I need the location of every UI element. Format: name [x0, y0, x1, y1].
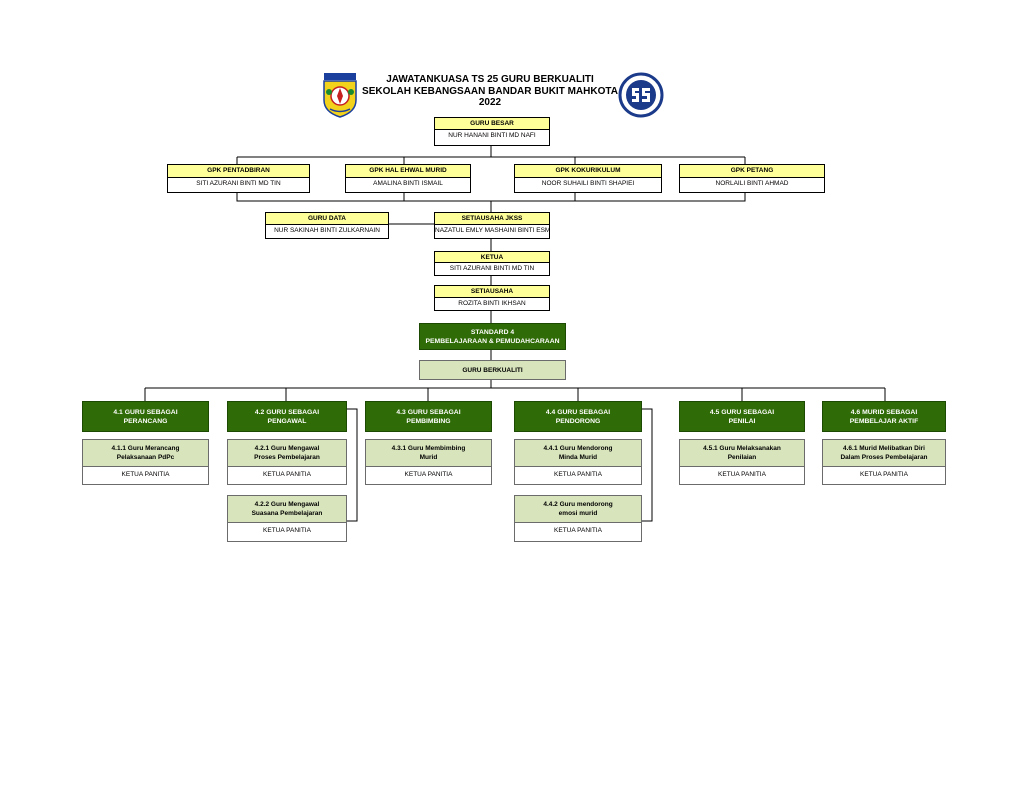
- gpk-pentadbiran-name: SITI AZURANI BINTI MD TIN: [167, 178, 310, 193]
- aspect-box: 4.2 GURU SEBAGAI PENGAWAL: [227, 401, 347, 432]
- sub-box: 4.1.1 Guru Merancang Pelaksanaan PdPc: [82, 439, 209, 467]
- school-crest-icon: [323, 73, 357, 118]
- setiausaha-role: SETIAUSAHA: [434, 285, 550, 298]
- sub-line-1: 4.4.1 Guru Mendorong: [543, 445, 613, 452]
- aspect-box: 4.4 GURU SEBAGAI PENDORONG: [514, 401, 642, 432]
- aspect-box: 4.3 GURU SEBAGAI PEMBIMBING: [365, 401, 492, 432]
- aspect-line-1: 4.2 GURU SEBAGAI: [254, 408, 320, 416]
- sub-line-2: Minda Murid: [558, 454, 598, 461]
- sub-line-2: Dalam Proses Pembelajaran: [840, 454, 928, 461]
- gpk-hem-name: AMALINA BINTI ISMAIL: [345, 178, 471, 193]
- sub-line-2: Murid: [419, 454, 438, 461]
- sub-line-1: 4.4.2 Guru mendorong: [543, 501, 613, 508]
- standard-box: STANDARD 4 PEMBELAJARAAN & PEMUDAHCARAAN: [419, 323, 566, 350]
- standard-line-2: PEMBELAJARAAN & PEMUDAHCARAAN: [425, 337, 560, 345]
- sub-line-2: Penilaian: [727, 454, 757, 461]
- ts25-emblem-icon: [618, 72, 664, 118]
- gpk-petang-role: GPK PETANG: [679, 164, 825, 178]
- guru-berkualiti-box: GURU BERKUALITI: [419, 360, 566, 380]
- guru-besar-name: NUR HANANI BINTI MD NAFI: [434, 130, 550, 146]
- gpk-petang-name: NORLAILI BINTI AHMAD: [679, 178, 825, 193]
- gpk-hem-role: GPK HAL EHWAL MURID: [345, 164, 471, 178]
- aspect-line-2: PEMBIMBING: [406, 417, 451, 425]
- ketua-panitia: KETUA PANITIA: [227, 467, 347, 485]
- sub-box: 4.4.2 Guru mendorong emosi murid: [514, 495, 642, 523]
- sub-box: 4.3.1 Guru Membimbing Murid: [365, 439, 492, 467]
- sub-line-2: Suasana Pembelajaran: [251, 510, 323, 517]
- ketua-panitia: KETUA PANITIA: [822, 467, 946, 485]
- ts25-emblem-logo: [618, 72, 664, 118]
- aspect-line-1: 4.6 MURID SEBAGAI: [850, 408, 918, 416]
- aspect-line-1: 4.1 GURU SEBAGAI: [113, 408, 178, 416]
- chart-title: JAWATANKUASA TS 25 GURU BERKUALITI SEKOL…: [330, 74, 650, 109]
- sub-box: 4.2.1 Guru Mengawal Proses Pembelajaran: [227, 439, 347, 467]
- aspect-line-2: PENDORONG: [555, 417, 601, 425]
- aspect-line-1: 4.5 GURU SEBAGAI: [709, 408, 775, 416]
- ketua-panitia: KETUA PANITIA: [514, 467, 642, 485]
- aspect-line-1: 4.3 GURU SEBAGAI: [396, 408, 461, 416]
- gpk-kokurikulum-name: NOOR SUHAILI BINTI SHAPIEI: [514, 178, 662, 193]
- setiausaha-jkss-name: NAZATUL EMLY MASHAINI BINTI ESMAIL: [434, 225, 550, 239]
- aspect-line-2: PENILAI: [728, 417, 756, 425]
- aspect-box: 4.6 MURID SEBAGAI PEMBELAJAR AKTIF: [822, 401, 946, 432]
- ketua-panitia: KETUA PANITIA: [82, 467, 209, 485]
- sub-box: 4.2.2 Guru Mengawal Suasana Pembelajaran: [227, 495, 347, 523]
- sub-box: 4.5.1 Guru Melaksanakan Penilaian: [679, 439, 805, 467]
- setiausaha-name: ROZITA BINTI IKHSAN: [434, 298, 550, 311]
- aspect-line-2: PEMBELAJAR AKTIF: [849, 417, 919, 425]
- standard-line-1: STANDARD 4: [470, 328, 515, 336]
- sub-line-2: Proses Pembelajaran: [254, 454, 320, 461]
- aspect-box: 4.1 GURU SEBAGAI PERANCANG: [82, 401, 209, 432]
- sub-line-1: 4.1.1 Guru Merancang: [111, 445, 180, 452]
- sub-box: 4.4.1 Guru Mendorong Minda Murid: [514, 439, 642, 467]
- gpk-pentadbiran-role: GPK PENTADBIRAN: [167, 164, 310, 178]
- aspect-line-2: PENGAWAL: [267, 417, 307, 425]
- sub-line-2: emosi murid: [558, 510, 598, 517]
- guru-data-role: GURU DATA: [265, 212, 389, 225]
- ketua-panitia: KETUA PANITIA: [679, 467, 805, 485]
- guru-besar-role: GURU BESAR: [434, 117, 550, 130]
- sub-box: 4.6.1 Murid Melibatkan Diri Dalam Proses…: [822, 439, 946, 467]
- aspect-box: 4.5 GURU SEBAGAI PENILAI: [679, 401, 805, 432]
- ketua-panitia: KETUA PANITIA: [514, 523, 642, 542]
- title-line-3: 2022: [478, 97, 502, 108]
- aspect-line-2: PERANCANG: [123, 417, 168, 425]
- guru-data-name: NUR SAKINAH BINTI ZULKARNAIN: [265, 225, 389, 239]
- ketua-panitia: KETUA PANITIA: [227, 523, 347, 542]
- sub-line-1: 4.5.1 Guru Melaksanakan: [703, 445, 781, 452]
- ketua-panitia: KETUA PANITIA: [365, 467, 492, 485]
- sub-line-1: 4.6.1 Murid Melibatkan Diri: [843, 445, 925, 452]
- sub-line-2: Pelaksanaan PdPc: [116, 454, 175, 461]
- sub-line-1: 4.2.2 Guru Mengawal: [254, 501, 320, 508]
- ketua-role: KETUA: [434, 251, 550, 263]
- title-line-1: JAWATANKUASA TS 25 GURU BERKUALITI: [386, 74, 594, 85]
- ketua-name: SITI AZURANI BINTI MD TIN: [434, 263, 550, 276]
- sub-line-1: 4.3.1 Guru Membimbing: [391, 445, 466, 452]
- sub-line-1: 4.2.1 Guru Mengawal: [254, 445, 320, 452]
- school-crest-logo: [320, 72, 360, 118]
- aspect-line-1: 4.4 GURU SEBAGAI: [545, 408, 611, 416]
- gpk-kokurikulum-role: GPK KOKURIKULUM: [514, 164, 662, 178]
- title-line-2: SEKOLAH KEBANGSAAN BANDAR BUKIT MAHKOTA: [362, 85, 618, 97]
- setiausaha-jkss-role: SETIAUSAHA JKSS: [434, 212, 550, 225]
